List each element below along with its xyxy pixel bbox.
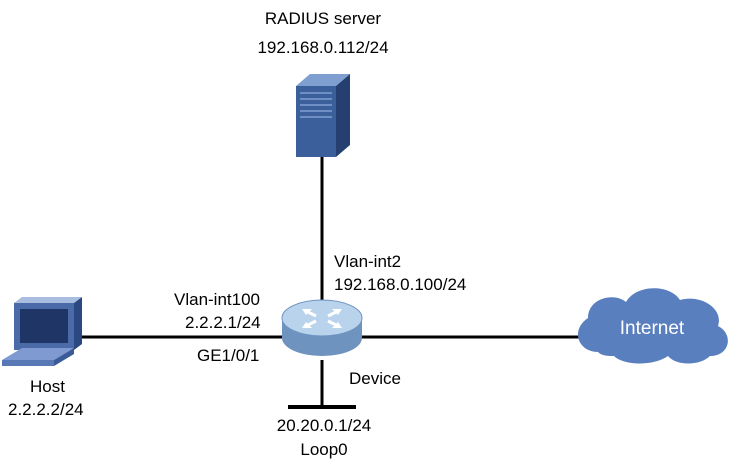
loopback-ip: 20.20.0.1/24 xyxy=(276,416,372,435)
server-title: RADIUS server xyxy=(264,9,382,28)
cloud-icon xyxy=(577,288,728,364)
loopback-name: Loop0 xyxy=(300,440,348,459)
host-name: Host xyxy=(30,377,65,396)
host-interface-ip-label: 2.2.2.1/24 xyxy=(185,313,261,332)
pc-icon xyxy=(2,297,82,366)
host-ip: 2.2.2.2/24 xyxy=(8,400,84,419)
uplink-ip-label: 192.168.0.100/24 xyxy=(334,275,467,294)
device-name: Device xyxy=(349,369,401,388)
uplink-interface-label: Vlan-int2 xyxy=(334,252,402,271)
host-interface-label: Vlan-int100 xyxy=(174,290,261,309)
server-ip: 192.168.0.112/24 xyxy=(257,38,389,57)
server-icon xyxy=(296,74,350,157)
internet-label: Internet xyxy=(619,318,685,339)
port-label: GE1/0/1 xyxy=(197,346,260,365)
router-icon xyxy=(281,299,363,356)
